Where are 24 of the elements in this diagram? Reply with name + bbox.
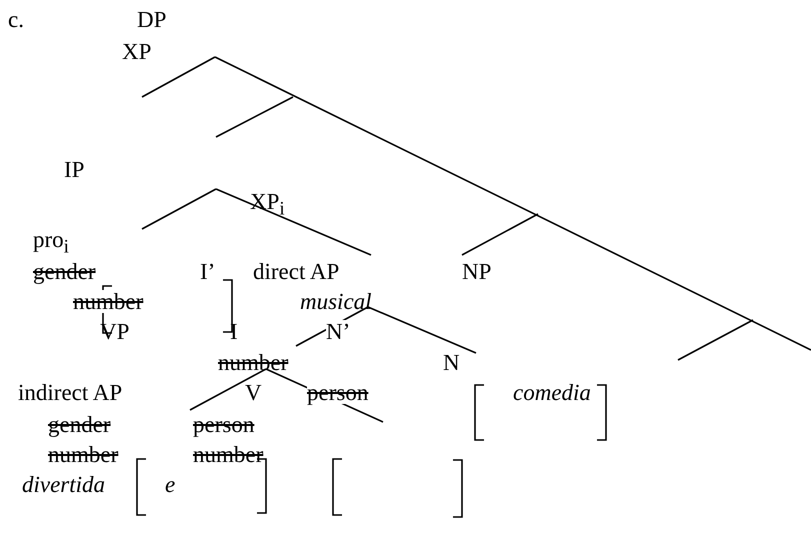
word: divertida — [22, 473, 106, 496]
struck-feature-label: number — [73, 290, 144, 313]
struck-feature-label: number — [48, 443, 118, 466]
category-label: indirect AP — [18, 381, 122, 404]
example-letter: c. — [8, 8, 24, 31]
struck-feature-label: gender — [33, 260, 96, 283]
category-label: XP$_{i}$ — [250, 190, 285, 219]
struck-feature-label: person — [193, 413, 254, 436]
word: comedia — [513, 381, 591, 404]
category-label: IP — [64, 158, 84, 181]
word: musical — [300, 290, 372, 313]
category-label: DP — [137, 8, 166, 31]
category-label: I — [230, 320, 238, 343]
struck-feature-label: gender — [48, 413, 111, 436]
category-label: V — [245, 381, 262, 404]
category-label: N — [443, 351, 460, 374]
struck-feature-label: number — [193, 443, 264, 466]
word: e — [165, 473, 176, 496]
category-label: NP — [462, 260, 492, 283]
struck-feature-label: number — [218, 351, 288, 374]
category-label: XP — [122, 40, 152, 63]
category-label: pro$_{i}$ — [33, 228, 69, 257]
category-label: I’ — [200, 260, 216, 283]
category-label: direct AP — [253, 260, 340, 283]
